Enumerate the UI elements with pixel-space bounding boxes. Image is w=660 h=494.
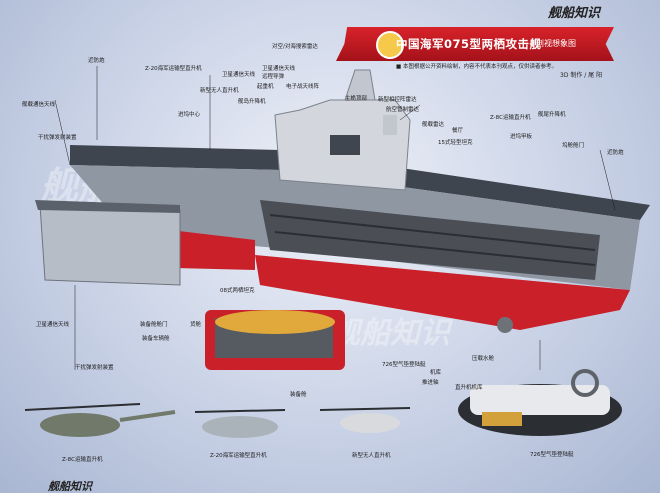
stern-section [39, 204, 181, 286]
label-satcom-1: 卫星通信天线 [222, 72, 256, 78]
disclaimer-note: ■ 本图根据公开资料绘制，内容不代表本刊观点，仅供读者参考。 [396, 64, 557, 70]
label-equip-door: 装备舱舱门 [140, 322, 168, 328]
helicopter-z8c [24, 403, 176, 437]
caption-lcac: 726型气垫登陆艇 [530, 452, 574, 458]
island-windows [330, 135, 360, 155]
label-island-elevator: 舰岛升降机 [238, 99, 266, 105]
label-atc-radar: 航空管制雷达 [386, 107, 420, 113]
label-equip-hold: 装备舱 [290, 392, 307, 398]
label-vehicle-deck: 装备车辆舱 [142, 336, 170, 342]
stern-deck [35, 200, 180, 213]
label-light-tank: 15式轻型坦克 [438, 140, 473, 146]
hovercraft-726 [458, 369, 622, 436]
label-ciws-stern: 近防炮 [607, 150, 624, 156]
radar-mast [383, 115, 397, 135]
label-z8c-top: Z-8C运输直升机 [490, 115, 531, 121]
helicopter-z20 [194, 409, 286, 438]
helicopter-uav [319, 407, 411, 433]
hull-red-bottom [255, 255, 630, 330]
credit-line: 3D 制作 / 尾 阳 [560, 72, 603, 79]
label-z20-helicopter: Z-20海军运输型直升机 [145, 66, 202, 72]
label-decoy-launcher-2: 干扰弹发射装置 [75, 365, 114, 371]
label-ciws-bow: 近防炮 [88, 58, 105, 64]
navy-emblem-icon [376, 31, 404, 59]
caption-uav: 新型无人直升机 [352, 453, 391, 459]
banner-title: 中国海军075型两栖攻击舰 [396, 37, 542, 51]
label-satcom-2: 卫星通信天线 [262, 66, 296, 72]
watermark-right: 舰船知识 [330, 316, 450, 351]
label-uav-helicopter: 新型无人直升机 [200, 88, 239, 94]
label-amphib-tank: 08式两栖坦克 [220, 288, 255, 294]
label-comm-antenna: 舰载通信天线 [22, 102, 56, 108]
label-mess: 餐厅 [452, 128, 464, 134]
label-lcac-dock: 726型气垫登陆艇 [382, 362, 426, 368]
label-stern-elevator: 舰尾升降机 [538, 112, 566, 118]
caption-z8c: Z-8C运输直升机 [62, 457, 103, 463]
label-mast-top: 主桅顶部 [345, 96, 368, 102]
label-dock-center: 进坞中心 [178, 112, 201, 118]
banner-subtitle: 剖视想象图 [536, 39, 576, 48]
label-hangar: 直升机机库 [455, 385, 483, 391]
label-search-radar: 对空/对海搜索雷达 [272, 44, 318, 50]
propeller [497, 317, 513, 333]
yellow-decks [215, 310, 335, 334]
label-hangar-2: 机库 [430, 370, 442, 376]
magazine-logo-bottom: 舰船知识 [48, 480, 92, 493]
label-ballast: 压载水舱 [472, 356, 495, 362]
label-missile: 远程导弹 [262, 74, 285, 80]
title-banner: 中国海军075型两栖攻击舰 剖视想象图 [336, 27, 614, 61]
caption-z20: Z-20海军运输型直升机 [210, 453, 267, 459]
leader-lines [54, 66, 616, 370]
main-mast [344, 69, 376, 101]
label-phased-array: 新型相控阵雷达 [378, 97, 417, 103]
label-well-entry: 进坞甲板 [510, 134, 533, 140]
label-satcom-3: 卫星通信天线 [36, 322, 70, 328]
label-ew-array: 电子战天线阵 [286, 84, 320, 90]
label-well-door: 坞舱舱门 [562, 143, 585, 149]
hull-red-stern [170, 230, 255, 270]
label-cargo: 货舱 [190, 322, 202, 328]
label-shaft: 推进轴 [422, 380, 439, 386]
label-crane: 起重机 [257, 84, 274, 90]
label-decoy-launcher-1: 干扰弹发射装置 [38, 135, 77, 141]
magazine-logo-top: 舰船知识 [548, 6, 601, 21]
label-ship-radar: 舰载雷达 [422, 122, 445, 128]
hangar-interior [260, 200, 600, 280]
